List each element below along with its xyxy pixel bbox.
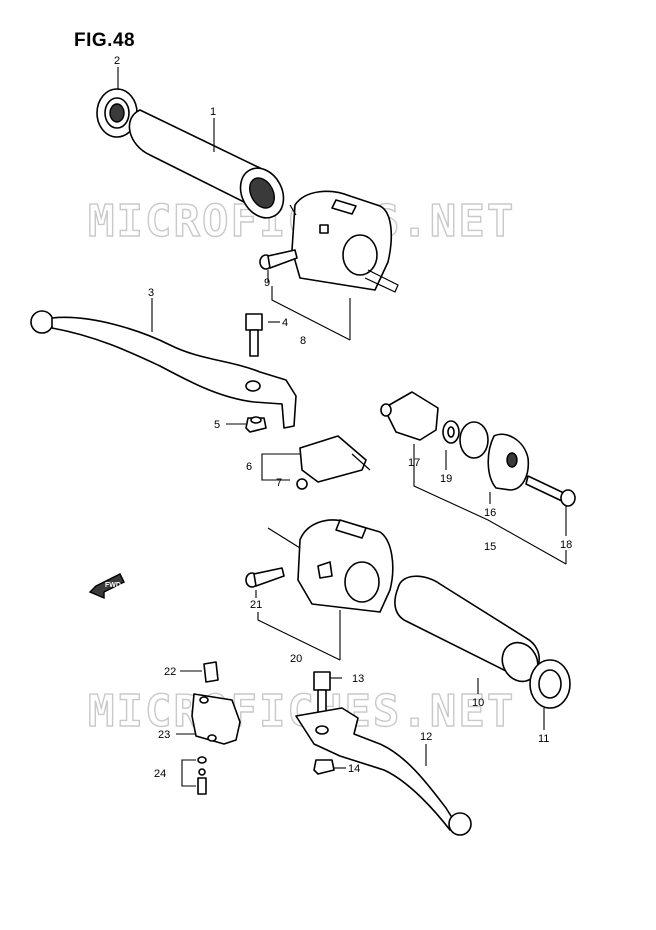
part-16-throttle-pulley[interactable] [459, 421, 530, 491]
part-3-clutch-lever[interactable] [30, 310, 297, 429]
callout-24: 24 [154, 768, 166, 780]
callout-3: 3 [148, 287, 154, 299]
callout-1: 1 [210, 106, 216, 118]
callout-6: 6 [246, 461, 252, 473]
fwd-label: FWD [105, 582, 121, 589]
part-21-screw[interactable] [245, 567, 285, 588]
part-17-cable-holder[interactable] [380, 391, 439, 441]
part-23-lever-bracket[interactable] [191, 693, 241, 745]
callout-4: 4 [282, 317, 288, 329]
callout-13: 13 [352, 673, 364, 685]
callout-19: 19 [440, 473, 452, 485]
part-4-pivot-bolt[interactable] [245, 313, 263, 357]
part-6-clutch-switch[interactable] [299, 435, 371, 483]
callout-20: 20 [290, 653, 302, 665]
part-19-washer[interactable] [442, 420, 460, 444]
callout-10: 10 [472, 697, 484, 709]
callout-16: 16 [484, 507, 496, 519]
callout-15: 15 [484, 541, 496, 553]
callout-23: 23 [158, 729, 170, 741]
callout-14: 14 [348, 763, 360, 775]
callout-12: 12 [420, 731, 432, 743]
part-1-left-grip[interactable] [128, 109, 291, 225]
callout-7: 7 [276, 477, 282, 489]
part-5-nut[interactable] [245, 416, 267, 433]
callout-5: 5 [214, 419, 220, 431]
part-9-screw[interactable] [259, 249, 298, 270]
callout-18: 18 [560, 539, 572, 551]
leader-lines [117, 67, 567, 787]
part-8-left-switch-housing[interactable] [289, 190, 399, 293]
part-10-right-grip[interactable] [394, 575, 544, 687]
part-20-right-switch-housing[interactable] [267, 519, 394, 613]
part-24-screw-washer[interactable] [197, 756, 207, 795]
callout-9: 9 [264, 277, 270, 289]
callout-8: 8 [300, 335, 306, 347]
callout-numbers: 2 1 3 4 9 8 5 6 7 17 19 16 15 18 21 20 1… [114, 55, 572, 780]
watermark-bottom: MICROFICHES.NET [88, 686, 515, 737]
fwd-direction-arrow: FWD [88, 573, 125, 600]
part-2-grip-end-cap[interactable] [96, 88, 138, 138]
part-22-clip[interactable] [203, 661, 219, 683]
callout-11: 11 [538, 733, 549, 745]
callout-2: 2 [114, 55, 120, 67]
figure-title: FIG.48 [74, 30, 136, 51]
callout-22: 22 [164, 666, 176, 678]
callout-21: 21 [250, 599, 262, 611]
part-11-grip-end-cap[interactable] [529, 659, 571, 709]
part-18-screw[interactable] [525, 475, 576, 507]
part-12-brake-lever[interactable] [295, 707, 472, 836]
part-7-screw[interactable] [296, 478, 308, 490]
part-14-nut[interactable] [313, 759, 335, 775]
callout-17: 17 [408, 457, 420, 469]
